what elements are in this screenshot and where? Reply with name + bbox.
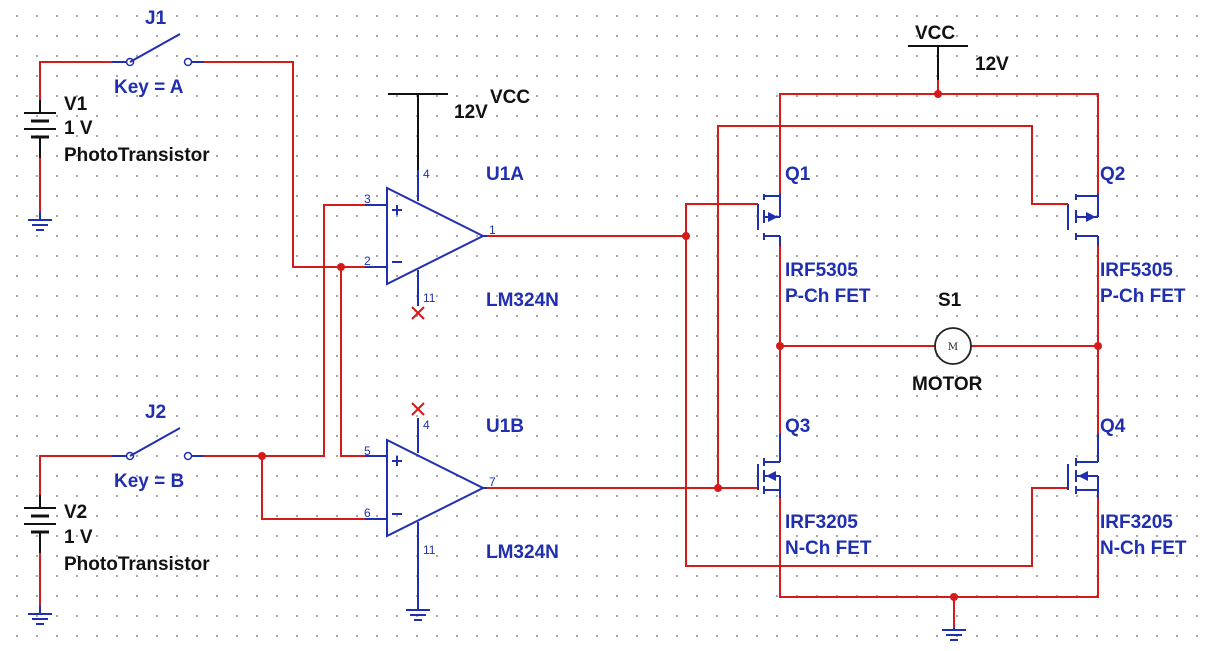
mosfet-q4 <box>1067 434 1099 498</box>
v2-description: PhotoTransistor <box>64 554 210 575</box>
ground-icon <box>406 598 430 621</box>
v2-value: 1 V <box>64 527 93 548</box>
vcc-label-u1a: VCC <box>490 87 530 108</box>
junction-dot <box>258 452 266 460</box>
pin-label: 1 <box>489 223 496 237</box>
q1-type: P-Ch FET <box>785 286 871 307</box>
no-connect-icon <box>411 402 425 416</box>
u1b-label: U1B <box>486 416 524 437</box>
pin-label: 2 <box>364 254 371 268</box>
mosfet-q3 <box>757 434 781 498</box>
s1-label: S1 <box>938 290 962 311</box>
q3-part: IRF3205 <box>785 512 858 533</box>
wire-v1-j1 <box>39 61 112 100</box>
junction-dot <box>337 263 345 271</box>
switch-j2 <box>112 427 204 461</box>
wire-j1-u1a-minus <box>204 61 365 268</box>
wire-u1a-minus-to-u1b-plus <box>340 267 365 457</box>
pin-label: 11 <box>423 543 436 557</box>
junction-dot <box>950 593 958 601</box>
junction-dot <box>934 90 942 98</box>
junctions <box>258 90 1102 601</box>
switch-j1 <box>112 33 204 67</box>
opamp-u1b <box>365 418 487 598</box>
ground-icon <box>28 212 52 231</box>
v1-label: V1 <box>64 94 88 115</box>
wire-q2-gate <box>717 125 1068 488</box>
v2-label: V2 <box>64 502 87 523</box>
ground-icon <box>28 606 52 625</box>
opamp-u1a <box>365 170 487 306</box>
junction-dot <box>1094 342 1102 350</box>
wire-q4-gate <box>685 236 1068 567</box>
j2-key-label: Key = B <box>114 471 184 492</box>
q1-label: Q1 <box>785 164 811 185</box>
vcc-value-u1a: 12V <box>454 102 488 123</box>
wires <box>39 61 1099 628</box>
junction-dot <box>682 232 690 240</box>
q2-label: Q2 <box>1100 164 1125 185</box>
pin-label: 4 <box>423 418 430 432</box>
pin-label: 5 <box>364 444 371 458</box>
u1a-label: U1A <box>486 164 524 185</box>
mosfet-q2 <box>1067 194 1099 246</box>
wire-v2-j2 <box>39 455 112 495</box>
q4-label: Q4 <box>1100 416 1126 437</box>
vcc-value-top: 12V <box>975 54 1009 75</box>
motor-s1: M <box>934 327 972 365</box>
wire-top-rail <box>779 93 1099 194</box>
mosfet-q1 <box>757 194 781 246</box>
no-connect-icon <box>411 306 425 320</box>
q2-part: IRF5305 <box>1100 260 1173 281</box>
v1-description: PhotoTransistor <box>64 145 210 166</box>
pin-label: 6 <box>364 506 371 520</box>
q2-type: P-Ch FET <box>1100 286 1186 307</box>
motor-symbol: M <box>948 342 958 353</box>
source-v1 <box>24 100 56 158</box>
u1b-part: LM324N <box>486 542 559 563</box>
source-v2 <box>24 495 56 553</box>
q3-label: Q3 <box>785 416 810 437</box>
q1-part: IRF5305 <box>785 260 858 281</box>
junction-dot <box>776 342 784 350</box>
ground-icon <box>942 628 966 641</box>
wire-bottom-rail <box>779 498 1099 598</box>
junction-dot <box>714 484 722 492</box>
pin-label: 3 <box>364 192 371 206</box>
j1-label: J1 <box>145 8 167 29</box>
q4-part: IRF3205 <box>1100 512 1173 533</box>
j2-label: J2 <box>145 402 166 423</box>
motor-label: MOTOR <box>912 374 983 395</box>
pin-label: 4 <box>423 167 430 181</box>
u1a-part: LM324N <box>486 290 559 311</box>
vcc-label-top: VCC <box>915 23 955 44</box>
q3-type: N-Ch FET <box>785 538 872 559</box>
wire-j2-u1b-minus <box>261 456 365 520</box>
j1-key-label: Key = A <box>114 77 184 98</box>
wire-q1-gate <box>685 203 758 236</box>
pin-label: 7 <box>489 475 496 489</box>
q4-type: N-Ch FET <box>1100 538 1187 559</box>
v1-value: 1 V <box>64 118 93 139</box>
pin-label: 11 <box>423 291 436 305</box>
